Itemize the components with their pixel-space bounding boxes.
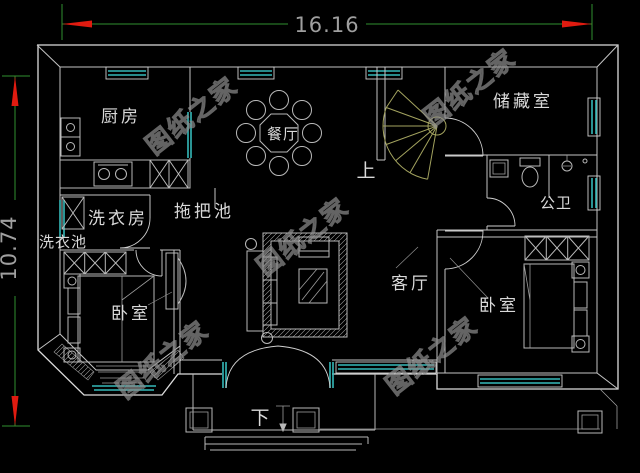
tv-stand	[165, 252, 179, 310]
living-room-furniture	[165, 232, 348, 344]
label-kitchen: 厨房	[101, 107, 141, 127]
label-bedroom-left: 卧室	[111, 304, 151, 324]
toilet-bowl	[521, 166, 539, 188]
interior-walls	[59, 67, 597, 374]
window-right-1	[587, 97, 601, 137]
window-top-1	[105, 66, 149, 80]
label-laundry-sink: 洗衣池	[39, 233, 87, 251]
coffee-table	[298, 268, 328, 304]
dim-arrow-bottom	[11, 396, 19, 426]
bedroom-left-door	[135, 249, 163, 277]
laundry-cabinet	[61, 196, 85, 230]
label-living-room: 客厅	[391, 274, 431, 294]
bed-right	[523, 263, 575, 349]
armchair	[298, 236, 330, 258]
watermarks: 图纸之家 图纸之家 图纸之家 图纸之家 图纸之家	[111, 42, 522, 404]
label-stairs-up: 上	[356, 160, 375, 182]
wardrobe-left	[63, 251, 127, 275]
watermark-5: 图纸之家	[380, 311, 483, 400]
entry-double-door	[225, 345, 331, 389]
stove	[93, 161, 133, 187]
bathroom-fixtures	[489, 155, 588, 188]
kitchen-door-glass	[187, 112, 192, 158]
dim-arrow-right	[562, 20, 592, 28]
wardrobe-right	[524, 235, 590, 261]
watermark-2: 图纸之家	[418, 43, 521, 132]
label-bathroom: 公卫	[540, 194, 572, 212]
column-bottom-right	[577, 410, 603, 434]
window-bottom-bedroom	[477, 374, 563, 388]
label-dining: 餐厅	[267, 125, 299, 143]
leader-lines	[147, 246, 419, 306]
dining-table	[236, 90, 322, 176]
label-storage: 储藏室	[493, 92, 553, 112]
laundry-sink-fixture	[59, 200, 65, 238]
porch-column-right	[292, 407, 320, 433]
outer-walls	[36, 44, 619, 396]
bedroom-right-door	[444, 230, 484, 270]
washbasin	[489, 159, 509, 178]
kitchen-fixtures	[60, 117, 189, 230]
dim-arrow-top	[11, 76, 19, 106]
window-bottom-living	[335, 361, 437, 374]
bedroom-right-furniture	[449, 235, 590, 353]
room-labels: 厨房 餐厅 储藏室 洗衣房 洗衣池 拖把池 公卫 客厅 卧室 卧室 上 下	[39, 92, 572, 429]
spiral-stairs	[382, 89, 447, 180]
down-arrow	[276, 405, 290, 426]
entry-door-jambs	[222, 362, 334, 388]
label-bedroom-right: 卧室	[479, 296, 519, 316]
bathroom-door	[486, 197, 516, 227]
label-mop-sink: 拖把池	[174, 202, 234, 222]
storage-door	[444, 117, 484, 157]
sofa-seats	[262, 256, 278, 326]
window-bay	[92, 385, 156, 391]
dimension-height: 10.74	[0, 215, 21, 280]
doors	[119, 117, 516, 389]
laundry-door	[119, 217, 151, 249]
porch-column-left	[185, 407, 213, 433]
window-top-2	[237, 66, 275, 80]
porch	[185, 374, 618, 451]
bedroom-left-furniture	[63, 251, 155, 363]
dim-arrow-left	[62, 20, 92, 28]
window-top-3	[365, 66, 403, 80]
dimension-lines: 16.16 10.74	[0, 4, 593, 427]
label-entrance-down: 下	[250, 407, 269, 429]
bed-left	[77, 275, 155, 363]
toilet-tank	[519, 157, 541, 167]
window-right-2	[587, 175, 601, 211]
label-laundry-room: 洗衣房	[88, 209, 148, 229]
dimension-width: 16.16	[294, 13, 359, 37]
windows	[59, 66, 601, 391]
